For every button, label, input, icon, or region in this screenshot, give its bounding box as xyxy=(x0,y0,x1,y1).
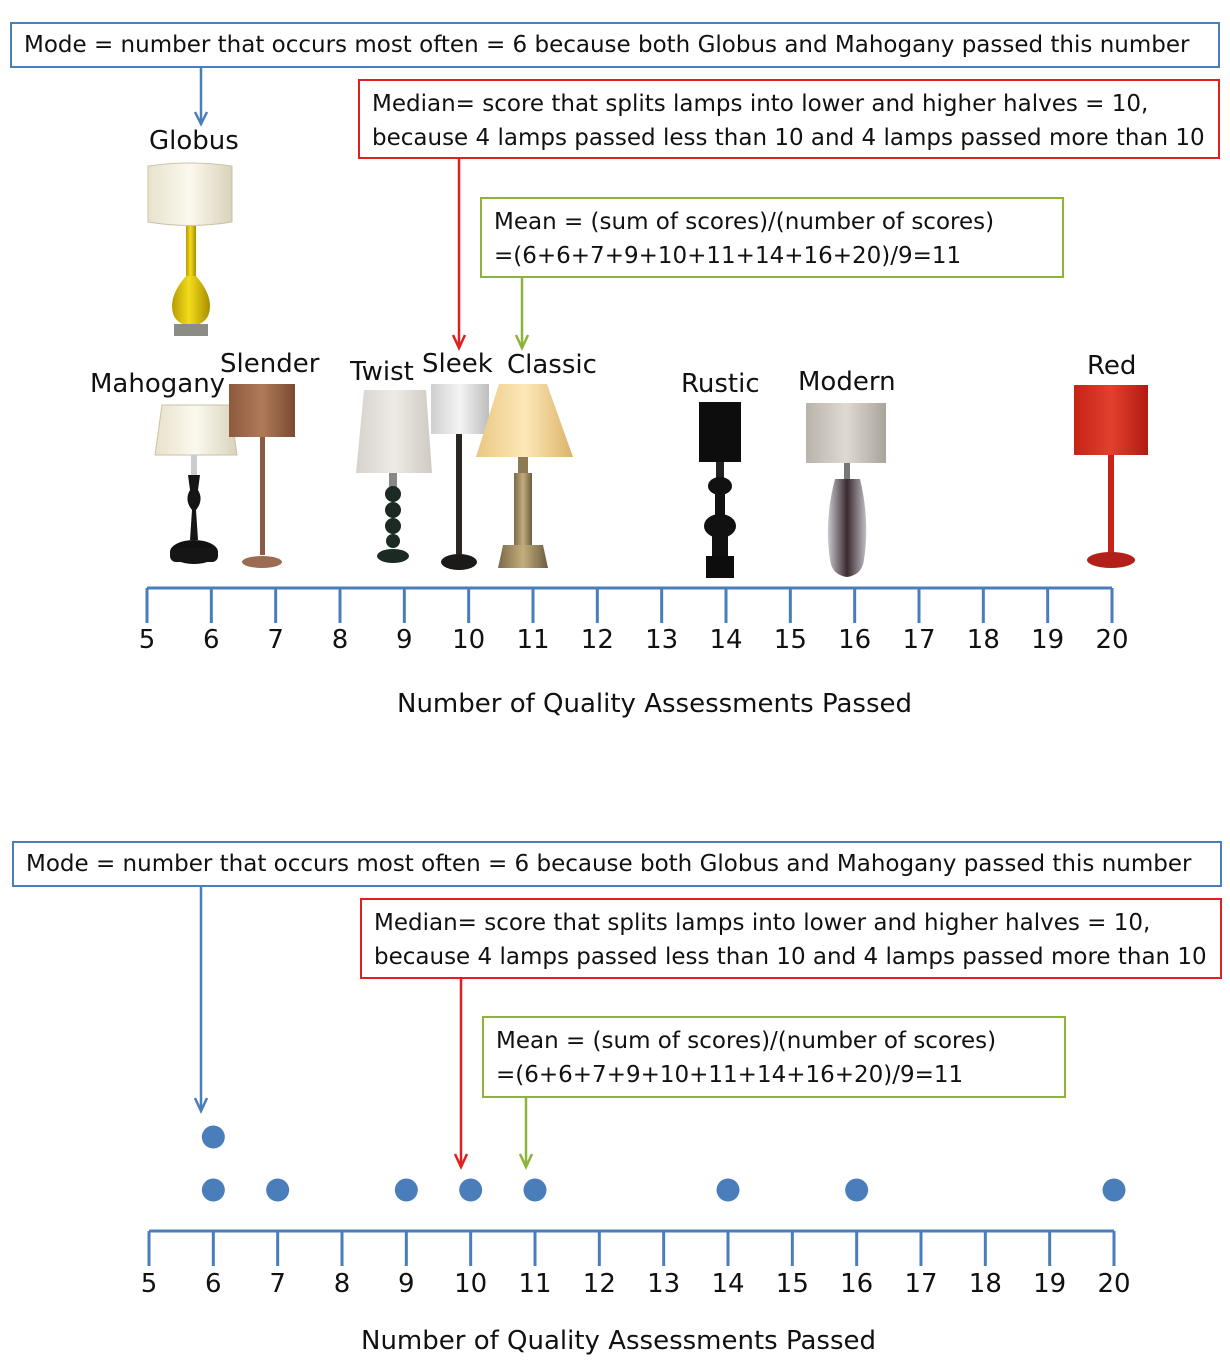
lamp-modern-icon xyxy=(806,403,886,577)
data-point xyxy=(1102,1178,1126,1202)
mean-line-2-bottom: =(6+6+7+9+10+11+14+16+20)/9=11 xyxy=(496,1062,964,1088)
data-point xyxy=(716,1178,740,1202)
mean-arrowhead-top xyxy=(514,334,530,351)
tick-label: 9 xyxy=(398,1269,415,1299)
data-point xyxy=(459,1178,483,1202)
lamp-label-mahogany: Mahogany xyxy=(90,369,226,399)
tick-label: 15 xyxy=(774,625,807,655)
tick-label: 7 xyxy=(267,625,284,655)
mean-line-1: Mean = (sum of scores)/(number of scores… xyxy=(494,209,995,235)
tick-label: 19 xyxy=(1033,1269,1066,1299)
tick-label: 9 xyxy=(396,625,413,655)
tick-label: 5 xyxy=(141,1269,158,1299)
median-callout-bottom: Median= score that splits lamps into low… xyxy=(360,898,1222,979)
data-point xyxy=(201,1125,225,1149)
tick-label: 14 xyxy=(709,625,742,655)
data-point xyxy=(266,1178,290,1202)
mean-line-2: =(6+6+7+9+10+11+14+16+20)/9=11 xyxy=(494,243,962,269)
mean-arrowhead-bottom xyxy=(518,1153,534,1170)
dot-plot-points xyxy=(201,1125,1126,1202)
tick-label: 10 xyxy=(452,625,485,655)
tick-label: 8 xyxy=(334,1269,351,1299)
lamp-red-icon xyxy=(1074,385,1148,568)
lamp-label-classic: Classic xyxy=(507,350,597,380)
mean-callout-bottom: Mean = (sum of scores)/(number of scores… xyxy=(482,1016,1066,1098)
mode-callout-bottom: Mode = number that occurs most often = 6… xyxy=(12,841,1222,887)
lamp-twist-icon xyxy=(356,390,432,563)
axis-title-top: Number of Quality Assessments Passed xyxy=(397,689,913,719)
tick-label: 7 xyxy=(269,1269,286,1299)
tick-label: 12 xyxy=(583,1269,616,1299)
mode-arrowhead-bottom xyxy=(193,1097,209,1114)
median-line-1-bottom: Median= score that splits lamps into low… xyxy=(374,910,1151,936)
tick-label: 13 xyxy=(647,1269,680,1299)
lamp-rustic-icon xyxy=(699,402,741,578)
tick-label: 18 xyxy=(967,625,1000,655)
tick-label: 11 xyxy=(518,1269,551,1299)
tick-label: 20 xyxy=(1097,1269,1130,1299)
tick-label: 8 xyxy=(332,625,349,655)
lamp-mahogany-icon xyxy=(154,404,238,564)
tick-label: 20 xyxy=(1095,625,1128,655)
tick-label: 17 xyxy=(904,1269,937,1299)
data-point xyxy=(394,1178,418,1202)
tick-label: 13 xyxy=(645,625,678,655)
axis-title-bottom: Number of Quality Assessments Passed xyxy=(361,1326,877,1356)
number-line-bottom: 5 6 7 8 9 10 11 12 13 14 15 16 17 18 19 20 xyxy=(141,1229,1131,1299)
lamp-label-rustic: Rustic xyxy=(681,369,760,399)
median-line-1: Median= score that splits lamps into low… xyxy=(372,91,1149,117)
median-callout-top: Median= score that splits lamps into low… xyxy=(358,79,1220,159)
lamp-label-red: Red xyxy=(1087,351,1137,381)
lamp-label-globus: Globus xyxy=(149,126,239,156)
tick-label: 16 xyxy=(838,625,871,655)
lamp-sleek-icon xyxy=(431,384,489,570)
tick-label: 6 xyxy=(203,625,220,655)
tick-label: 16 xyxy=(840,1269,873,1299)
lamp-label-twist: Twist xyxy=(350,357,414,387)
mode-arrowhead-top xyxy=(193,111,209,127)
data-point xyxy=(523,1178,547,1202)
tick-label: 5 xyxy=(139,625,156,655)
median-line-2: because 4 lamps passed less than 10 and … xyxy=(372,125,1205,151)
tick-label: 11 xyxy=(516,625,549,655)
tick-label: 14 xyxy=(711,1269,744,1299)
tick-label: 10 xyxy=(454,1269,487,1299)
mode-callout-top: Mode = number that occurs most often = 6… xyxy=(10,22,1220,68)
tick-label: 18 xyxy=(969,1269,1002,1299)
number-line-top: 5 6 7 8 9 10 11 12 13 14 15 16 17 18 19 20 xyxy=(139,586,1129,655)
tick-label: 19 xyxy=(1031,625,1064,655)
median-line-2-bottom: because 4 lamps passed less than 10 and … xyxy=(374,944,1207,970)
tick-label: 12 xyxy=(581,625,614,655)
median-arrowhead-top xyxy=(451,334,467,351)
mean-callout-top: Mean = (sum of scores)/(number of scores… xyxy=(480,197,1064,278)
lamp-label-sleek: Sleek xyxy=(422,349,493,379)
tick-label: 6 xyxy=(205,1269,222,1299)
lamp-label-slender: Slender xyxy=(220,349,320,379)
mode-text: Mode = number that occurs most often = 6… xyxy=(24,32,1190,58)
lamp-classic-icon xyxy=(476,384,573,568)
lamp-label-modern: Modern xyxy=(798,367,896,397)
lamp-slender-icon xyxy=(229,384,295,568)
tick-label: 17 xyxy=(902,625,935,655)
data-point xyxy=(201,1178,225,1202)
lamp-globus-icon xyxy=(147,162,233,336)
tick-label: 15 xyxy=(776,1269,809,1299)
median-arrowhead-bottom xyxy=(453,1153,469,1170)
mean-line-1-bottom: Mean = (sum of scores)/(number of scores… xyxy=(496,1028,997,1054)
data-point xyxy=(845,1178,869,1202)
mode-text-bottom: Mode = number that occurs most often = 6… xyxy=(26,851,1192,877)
